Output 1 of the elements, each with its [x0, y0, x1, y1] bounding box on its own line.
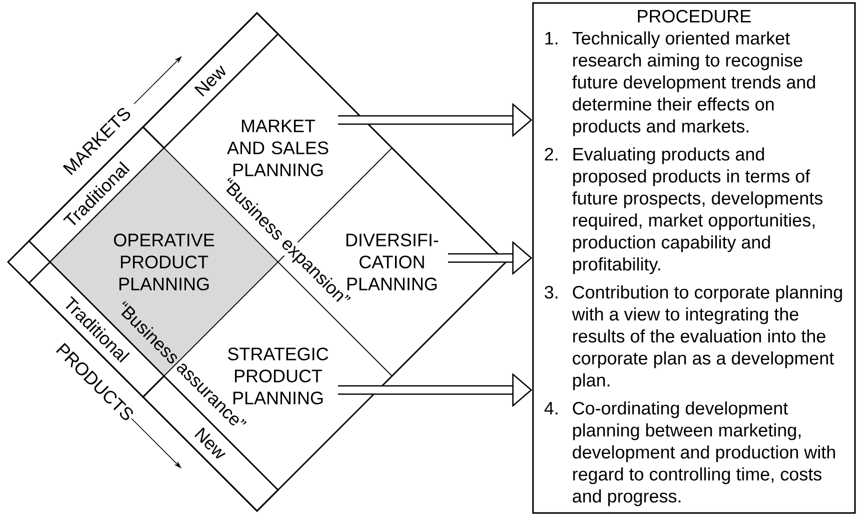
procedure-box: PROCEDURE 1. Technically oriented market research aiming to recognise future development trends and determine their effects on products and markets. 2. Evaluating products and proposed products in terms of future prospects, developments required, market opportunities, production capability and profitability. 3. Contribution to corporate planning with a view to integrating the results of the evaluation into the corporate plan as a development plan. 4. Co-ordinating development planning between marketing, development and production with regard to controlling time, costs and progress. [532, 2, 856, 514]
